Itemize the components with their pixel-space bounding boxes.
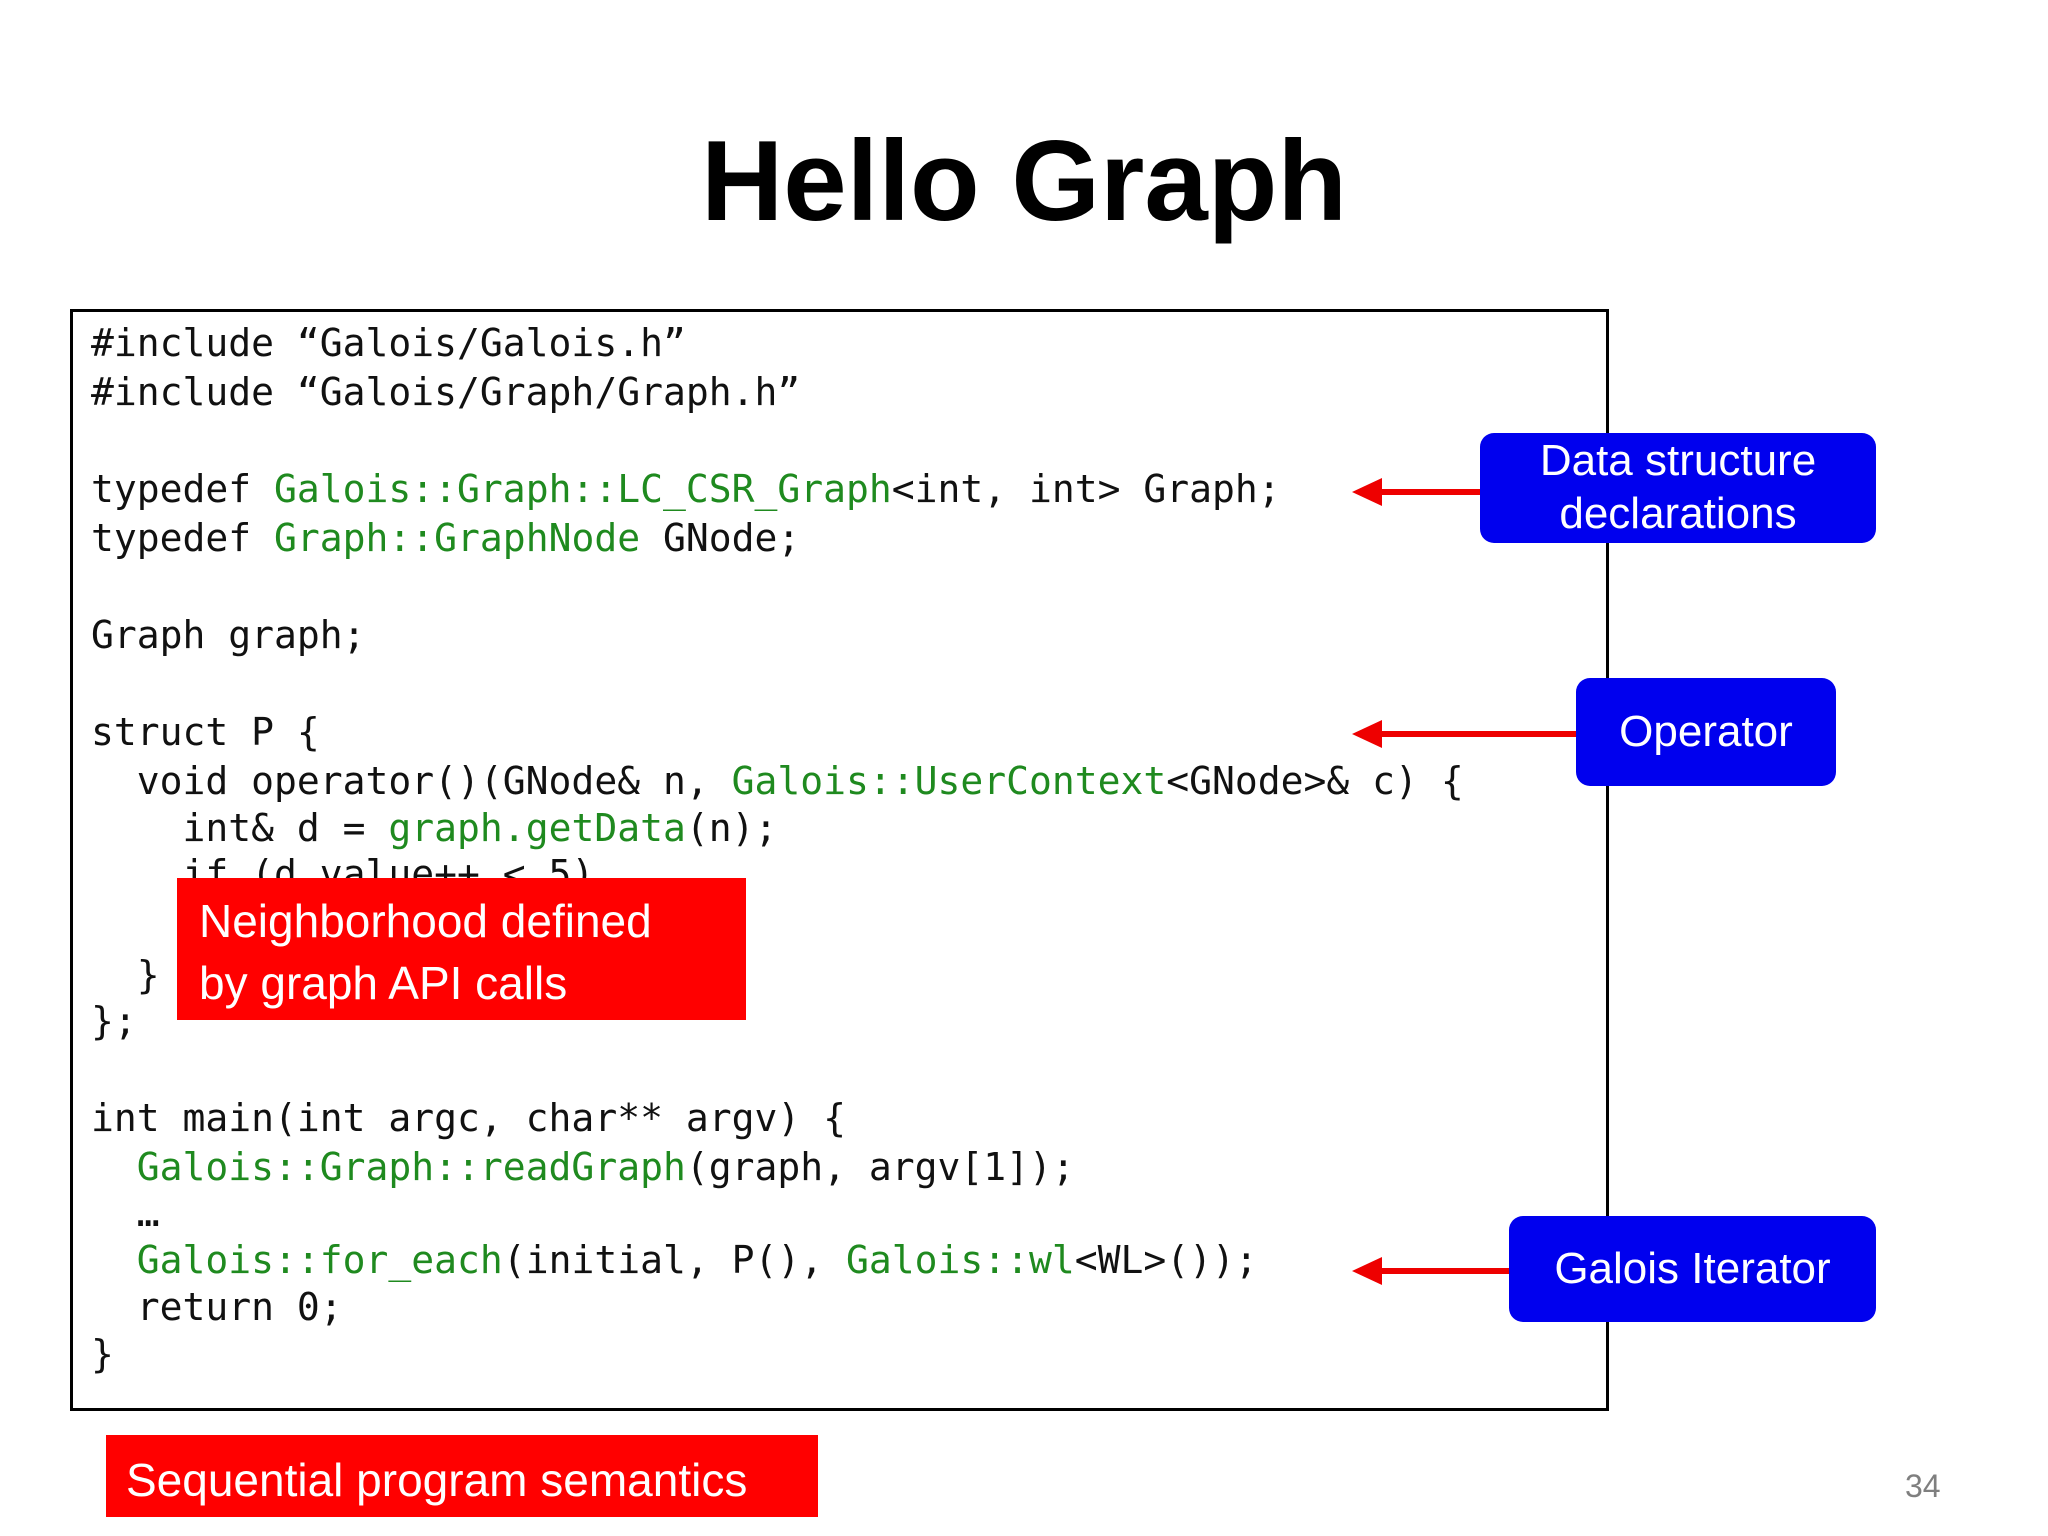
arrow-data-structure (1378, 489, 1484, 495)
code-line-close-main: } (91, 1335, 114, 1373)
callout-label: Galois Iterator (1554, 1243, 1831, 1293)
code-text: typedef (91, 467, 275, 511)
callout-line: Neighborhood defined (199, 895, 652, 947)
code-line-main: int main(int argc, char** argv) { (91, 1099, 846, 1137)
code-api-name: Galois::wl (845, 1238, 1075, 1282)
code-line-include-graph: #include “Galois/Graph/Graph.h” (91, 373, 800, 411)
code-text: (graph, argv[1]); (685, 1145, 1075, 1189)
arrow-galois-iterator (1378, 1268, 1512, 1274)
callout-sequential-semantics: Sequential program semantics (106, 1435, 818, 1517)
code-text: (initial, P(), (502, 1238, 846, 1282)
code-text: }; (91, 999, 137, 1043)
callout-line: Data structure (1539, 436, 1817, 486)
code-text: #include “Galois/Graph/Graph.h” (91, 370, 801, 414)
slide-title: Hello Graph (700, 118, 1348, 245)
arrow-head-data-structure (1352, 478, 1382, 506)
code-text: void operator()(GNode& n, (91, 759, 732, 803)
code-text: int main(int argc, char** argv) { (91, 1096, 846, 1140)
code-line-operator: void operator()(GNode& n, Galois::UserCo… (91, 762, 1464, 800)
code-text: GNode; (640, 516, 801, 560)
code-text: } (91, 953, 160, 997)
code-listing: #include “Galois/Galois.h” #include “Gal… (70, 309, 1609, 1411)
arrow-head-galois-iterator (1352, 1257, 1382, 1285)
code-text: return 0; (91, 1285, 343, 1329)
code-text: <WL>()); (1074, 1238, 1258, 1282)
code-line-typedef-gnode: typedef Graph::GraphNode GNode; (91, 519, 800, 557)
code-api-name: Galois::Graph::readGraph (91, 1145, 686, 1189)
code-text: struct P { (91, 710, 320, 754)
callout-label: Operator (1619, 706, 1793, 756)
code-line-for-each: Galois::for_each(initial, P(), Galois::w… (91, 1241, 1258, 1279)
arrow-operator (1378, 731, 1580, 737)
arrow-head-operator (1352, 720, 1382, 748)
code-api-name: Galois::Graph::LC_CSR_Graph (274, 467, 892, 511)
callout-line: declarations (1559, 489, 1797, 538)
code-text: } (91, 1332, 114, 1376)
code-text: … (91, 1191, 160, 1235)
code-line-include-galois: #include “Galois/Galois.h” (91, 324, 686, 362)
code-line-struct-p: struct P { (91, 713, 320, 751)
code-line-close-operator: } (91, 956, 160, 994)
code-api-name: Graph::GraphNode (274, 516, 641, 560)
code-line-graph-decl: Graph graph; (91, 616, 366, 654)
code-text: <int, int> Graph; (891, 467, 1281, 511)
page-number: 34 (1905, 1468, 1941, 1504)
code-text: <GNode>& c) { (1166, 759, 1464, 803)
code-api-name: Galois::for_each (91, 1238, 503, 1282)
callout-data-structure-declarations: Data structure declarations (1480, 433, 1876, 543)
code-text: Graph graph; (91, 613, 366, 657)
code-line-typedef-graph: typedef Galois::Graph::LC_CSR_Graph<int,… (91, 470, 1281, 508)
code-line-return: return 0; (91, 1288, 343, 1326)
code-api-name: Galois::UserContext (731, 759, 1167, 803)
callout-galois-iterator: Galois Iterator (1509, 1216, 1876, 1322)
code-line-readgraph: Galois::Graph::readGraph(graph, argv[1])… (91, 1148, 1075, 1186)
code-api-name: graph.getData (388, 806, 686, 850)
code-line-ellipsis: … (91, 1194, 160, 1232)
code-text: typedef (91, 516, 275, 560)
code-text: int& d = (91, 806, 389, 850)
code-line-close-struct: }; (91, 1002, 137, 1040)
callout-neighborhood: Neighborhood defined by graph API calls (177, 878, 746, 1020)
code-text: (n); (685, 806, 778, 850)
callout-label: Sequential program semantics (126, 1454, 748, 1506)
code-text: #include “Galois/Galois.h” (91, 321, 686, 365)
code-line-getdata: int& d = graph.getData(n); (91, 806, 778, 850)
callout-operator: Operator (1576, 678, 1836, 786)
callout-line: by graph API calls (199, 957, 568, 1010)
